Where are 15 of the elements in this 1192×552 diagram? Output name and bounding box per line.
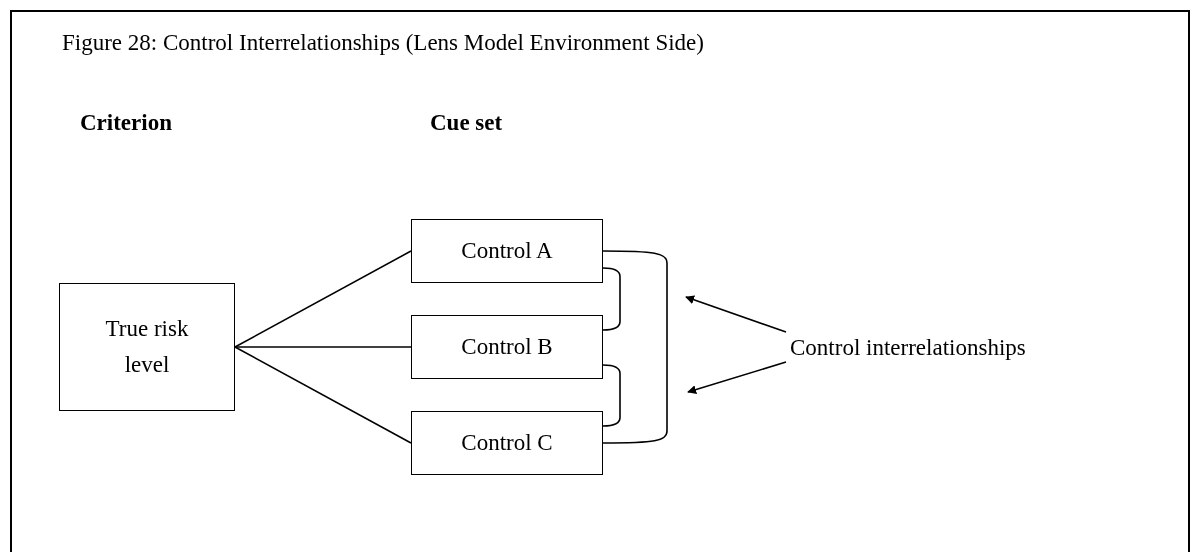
connector-line bbox=[234, 346, 412, 348]
connector-line bbox=[602, 250, 668, 444]
connector-line bbox=[234, 250, 412, 348]
column-heading: Cue set bbox=[430, 109, 503, 137]
process-box: Control B bbox=[411, 315, 603, 379]
process-box: Control C bbox=[411, 411, 603, 475]
arrow bbox=[687, 361, 787, 394]
process-box: True risk level bbox=[59, 283, 235, 411]
figure-title: Figure 28: Control Interrelationships (Lens Model Environment Side) bbox=[62, 29, 704, 57]
column-heading: Criterion bbox=[80, 109, 172, 137]
connector-line bbox=[234, 346, 412, 444]
process-box: Control A bbox=[411, 219, 603, 283]
connector-line bbox=[602, 267, 621, 331]
arrow bbox=[685, 295, 787, 333]
connector-line bbox=[602, 364, 621, 427]
